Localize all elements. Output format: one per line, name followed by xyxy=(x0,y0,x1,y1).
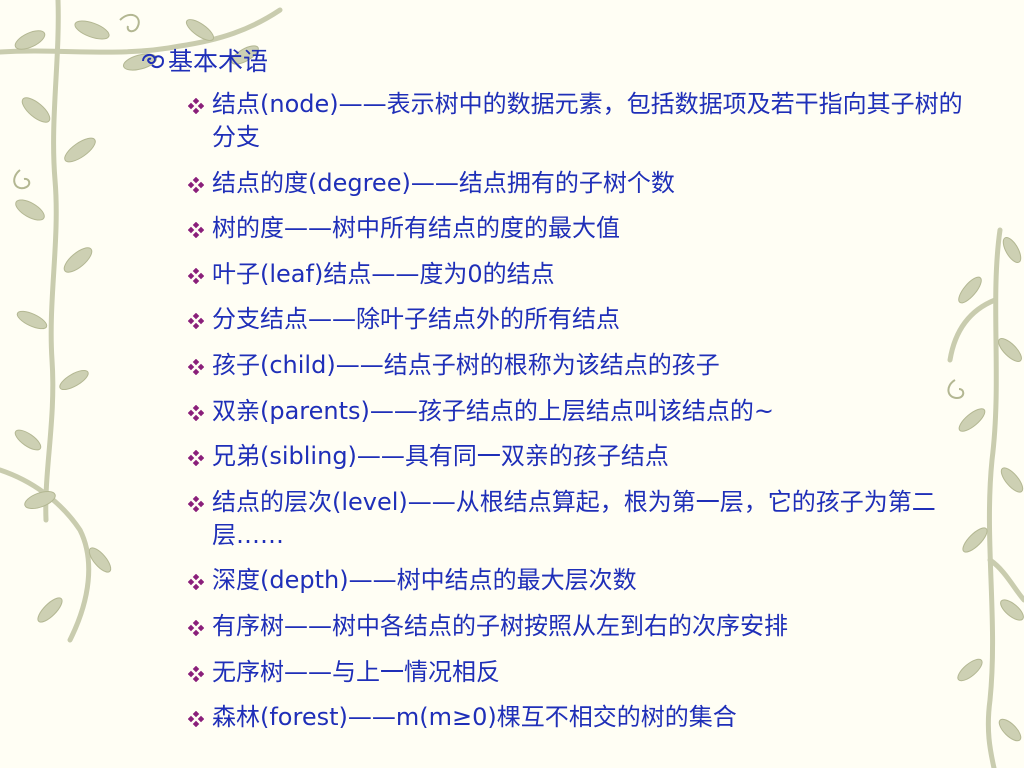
list-item: 叶子(leaf)结点——度为0的结点 xyxy=(188,258,972,291)
list-item: 树的度——树中所有结点的度的最大值 xyxy=(188,212,972,245)
list-item-text: 树的度——树中所有结点的度的最大值 xyxy=(212,214,620,243)
diamond-dots-bullet-icon xyxy=(188,711,204,728)
list-item-text: 叶子(leaf)结点——度为0的结点 xyxy=(212,259,555,288)
list-item: 结点的层次(level)——从根结点算起，根为第一层，它的孩子为第二层…… xyxy=(188,486,972,552)
list-item-text: 孩子(child)——结点子树的根称为该结点的孩子 xyxy=(212,350,720,379)
section-heading-text: 基本术语 xyxy=(168,47,269,76)
list-item-text: 结点(node)——表示树中的数据元素，包括数据项及若干指向其子树的分支 xyxy=(212,90,963,151)
diamond-dots-bullet-icon xyxy=(188,450,204,467)
list-item: 分支结点——除叶子结点外的所有结点 xyxy=(188,303,972,336)
term-list: 结点(node)——表示树中的数据元素，包括数据项及若干指向其子树的分支结点的度… xyxy=(140,88,1000,734)
section-heading: 基本术语 xyxy=(140,40,1000,80)
diamond-dots-bullet-icon xyxy=(188,358,204,375)
list-item-text: 森林(forest)——m(m≥0)棵互不相交的树的集合 xyxy=(212,703,737,732)
swirl-bullet-icon xyxy=(142,53,165,69)
diamond-dots-bullet-icon xyxy=(188,267,204,284)
list-item: 有序树——树中各结点的子树按照从左到右的次序安排 xyxy=(188,610,972,643)
diamond-dots-bullet-icon xyxy=(188,574,204,591)
list-item: 结点(node)——表示树中的数据元素，包括数据项及若干指向其子树的分支 xyxy=(188,88,972,154)
list-item: 孩子(child)——结点子树的根称为该结点的孩子 xyxy=(188,349,972,382)
list-item-text: 结点的层次(level)——从根结点算起，根为第一层，它的孩子为第二层…… xyxy=(212,487,936,549)
slide-content: 基本术语 结点(node)——表示树中的数据元素，包括数据项及若干指向其子树的分… xyxy=(140,40,1000,747)
list-item-text: 双亲(parents)——孩子结点的上层结点叫该结点的~ xyxy=(212,396,775,425)
diamond-dots-bullet-icon xyxy=(188,665,204,682)
list-item: 无序树——与上一情况相反 xyxy=(188,656,972,689)
diamond-dots-bullet-icon xyxy=(188,313,204,330)
list-item: 森林(forest)——m(m≥0)棵互不相交的树的集合 xyxy=(188,701,972,734)
diamond-dots-bullet-icon xyxy=(188,495,204,512)
diamond-dots-bullet-icon xyxy=(188,222,204,239)
diamond-dots-bullet-icon xyxy=(188,176,204,193)
diamond-dots-bullet-icon xyxy=(188,619,204,636)
list-item-text: 有序树——树中各结点的子树按照从左到右的次序安排 xyxy=(212,611,788,640)
diamond-dots-bullet-icon xyxy=(188,98,204,114)
list-item: 兄弟(sibling)——具有同一双亲的孩子结点 xyxy=(188,440,972,473)
list-item-text: 无序树——与上一情况相反 xyxy=(212,657,500,686)
list-item: 双亲(parents)——孩子结点的上层结点叫该结点的~ xyxy=(188,395,972,428)
list-item-text: 深度(depth)——树中结点的最大层次数 xyxy=(212,566,637,595)
list-item-text: 结点的度(degree)——结点拥有的子树个数 xyxy=(212,168,675,197)
diamond-dots-bullet-icon xyxy=(188,404,204,421)
list-item-text: 兄弟(sibling)——具有同一双亲的孩子结点 xyxy=(212,442,669,471)
list-item-text: 分支结点——除叶子结点外的所有结点 xyxy=(212,305,620,334)
list-item: 结点的度(degree)——结点拥有的子树个数 xyxy=(188,167,972,200)
list-item: 深度(depth)——树中结点的最大层次数 xyxy=(188,564,972,597)
